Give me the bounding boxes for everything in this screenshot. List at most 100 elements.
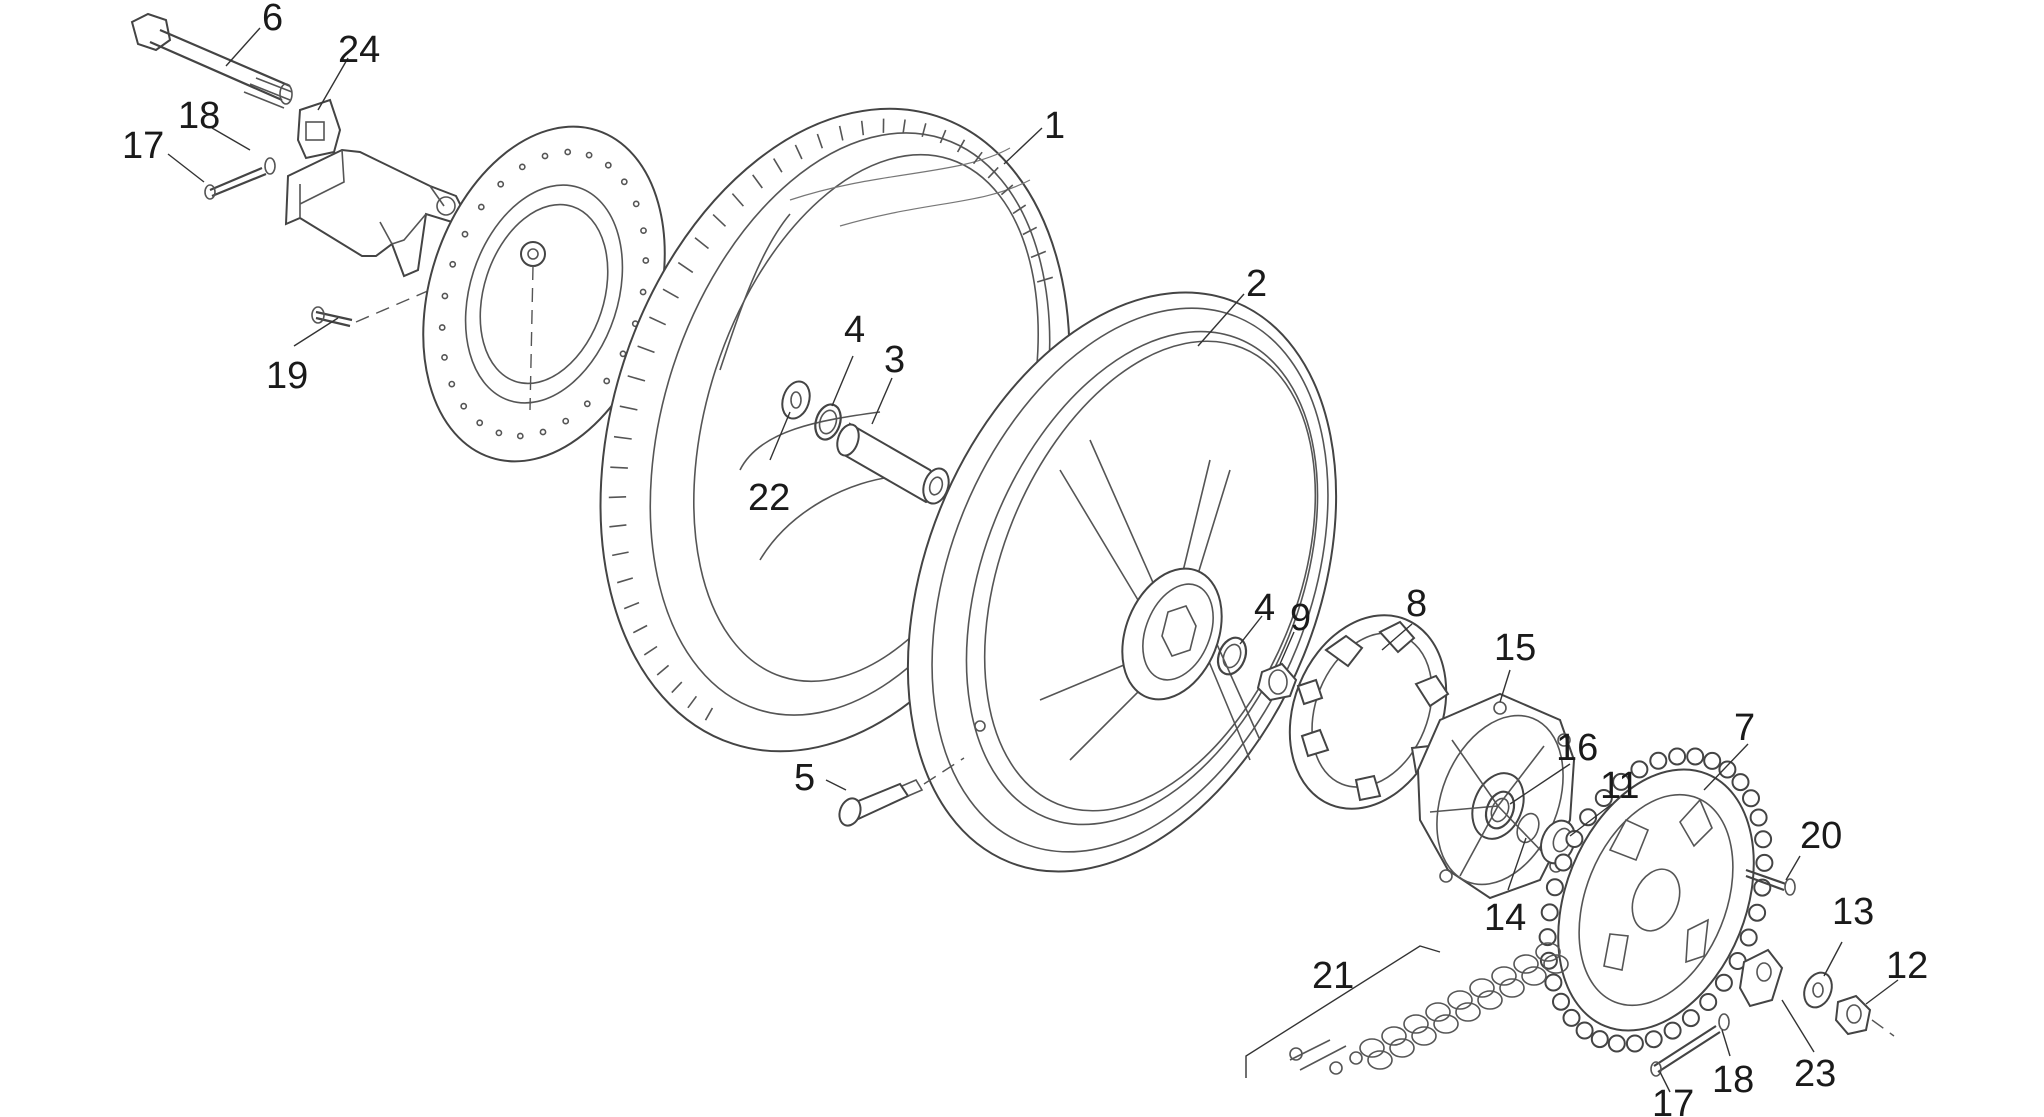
callout-17-lower: 17 <box>1652 1083 1694 1117</box>
disc-hole <box>477 203 485 211</box>
tread-mark <box>1030 250 1047 259</box>
disc-hole <box>460 402 468 410</box>
part-sprocket-carrier <box>1416 692 1576 900</box>
callout-15: 15 <box>1494 627 1536 669</box>
sprocket-tooth <box>1540 903 1559 922</box>
sprocket-tooth <box>1681 1009 1700 1028</box>
tread-mark <box>694 237 709 250</box>
sprocket-tooth <box>1742 789 1760 808</box>
part-washer <box>1803 971 1833 1009</box>
part-circlip <box>1516 812 1540 844</box>
tread-mark <box>612 551 629 557</box>
chain-link <box>1455 1002 1481 1022</box>
callout-17: 17 <box>122 125 164 167</box>
tread-mark <box>956 139 966 153</box>
callout-5: 5 <box>794 757 815 799</box>
chain-link <box>1425 1002 1451 1022</box>
sprocket-tooth <box>1607 1034 1626 1053</box>
disc-hole <box>516 432 524 440</box>
part-axle-spacer <box>781 380 811 420</box>
sprocket-tooth <box>1748 903 1767 922</box>
part-cush-drive-rubbers <box>1288 614 1450 810</box>
part-axle-bolt <box>130 12 293 109</box>
sprocket-tooth <box>1686 747 1705 766</box>
leader-lines <box>167 27 1899 1093</box>
part-carrier-seal <box>1484 790 1516 830</box>
disc-hole <box>642 257 650 264</box>
chain-link <box>1403 1014 1429 1034</box>
part-rear-sprocket <box>1538 747 1774 1053</box>
tread-mark <box>860 120 865 136</box>
tread-mark <box>704 707 714 721</box>
chain-link <box>1535 942 1561 962</box>
sprocket-tooth <box>1699 993 1718 1011</box>
tread-mark <box>773 158 783 173</box>
callout-19: 19 <box>266 355 308 397</box>
tread-mark <box>987 166 999 179</box>
sprocket-tooth <box>1663 1021 1682 1040</box>
disc-hole <box>564 148 572 156</box>
tread-mark <box>671 681 683 694</box>
tread-mark <box>613 435 632 440</box>
tread-mark <box>1012 204 1027 215</box>
chain-link <box>1513 954 1539 974</box>
disc-hole <box>604 161 612 169</box>
disc-hole <box>639 288 647 296</box>
disc-hole <box>438 324 446 331</box>
tread-mark <box>616 577 634 584</box>
sprocket-tooth <box>1630 760 1649 779</box>
disc-hole <box>461 230 469 238</box>
sprocket-tooth <box>1739 928 1758 947</box>
callout-23: 23 <box>1794 1053 1836 1095</box>
chain-link <box>1543 954 1569 974</box>
tread-mark <box>972 151 983 165</box>
part-sprocket-bolt <box>1745 868 1796 896</box>
tread-mark <box>609 524 627 528</box>
tread-mark <box>731 193 745 207</box>
part-chain-adjuster <box>1738 948 1784 1008</box>
callout-11: 11 <box>1600 765 1639 807</box>
callout-3: 3 <box>884 339 905 381</box>
callout-9: 9 <box>1290 597 1311 639</box>
sprocket-tooth <box>1668 747 1687 766</box>
tread-mark <box>794 144 803 160</box>
part-wheel-rim <box>906 291 1338 873</box>
tread-mark <box>619 405 638 411</box>
chain-link <box>1411 1026 1437 1046</box>
disc-hole <box>441 292 449 300</box>
disc-hole <box>541 152 549 160</box>
callout-4: 4 <box>844 309 865 351</box>
part-caliper-bolt-upper <box>204 157 276 200</box>
tread-mark <box>656 664 670 676</box>
part-carrier-bearing <box>1540 819 1576 865</box>
chain-link <box>1359 1038 1385 1058</box>
part-brake-disc <box>422 125 666 463</box>
part-drive-chain <box>1245 942 1569 1078</box>
callout-21: 21 <box>1312 955 1354 997</box>
tread-mark <box>649 316 667 326</box>
tread-mark <box>632 624 648 634</box>
callout-24: 24 <box>338 29 380 71</box>
sprocket-tooth <box>1554 853 1573 872</box>
callout-12: 12 <box>1886 945 1928 987</box>
tread-mark <box>902 119 906 134</box>
part-seal-right <box>1216 636 1248 676</box>
part-adjuster-bolt-lower <box>1650 1013 1730 1077</box>
part-disc-bolt <box>311 289 431 328</box>
tread-mark <box>643 645 658 656</box>
disc-hole <box>603 377 611 385</box>
disc-hole <box>632 200 640 208</box>
callout-14: 14 <box>1484 897 1526 939</box>
part-bearing-spacer <box>1256 662 1298 702</box>
sprocket-tooth <box>1594 789 1613 807</box>
tread-mark <box>752 174 763 189</box>
sprocket-tooth <box>1545 878 1564 897</box>
disc-hole <box>448 380 456 388</box>
chain-link <box>1499 978 1525 998</box>
sprocket-tooth <box>1649 751 1668 770</box>
chain-link <box>1433 1014 1459 1034</box>
tread-mark <box>712 214 727 227</box>
tread-mark <box>637 345 655 354</box>
disc-hole <box>449 260 457 268</box>
